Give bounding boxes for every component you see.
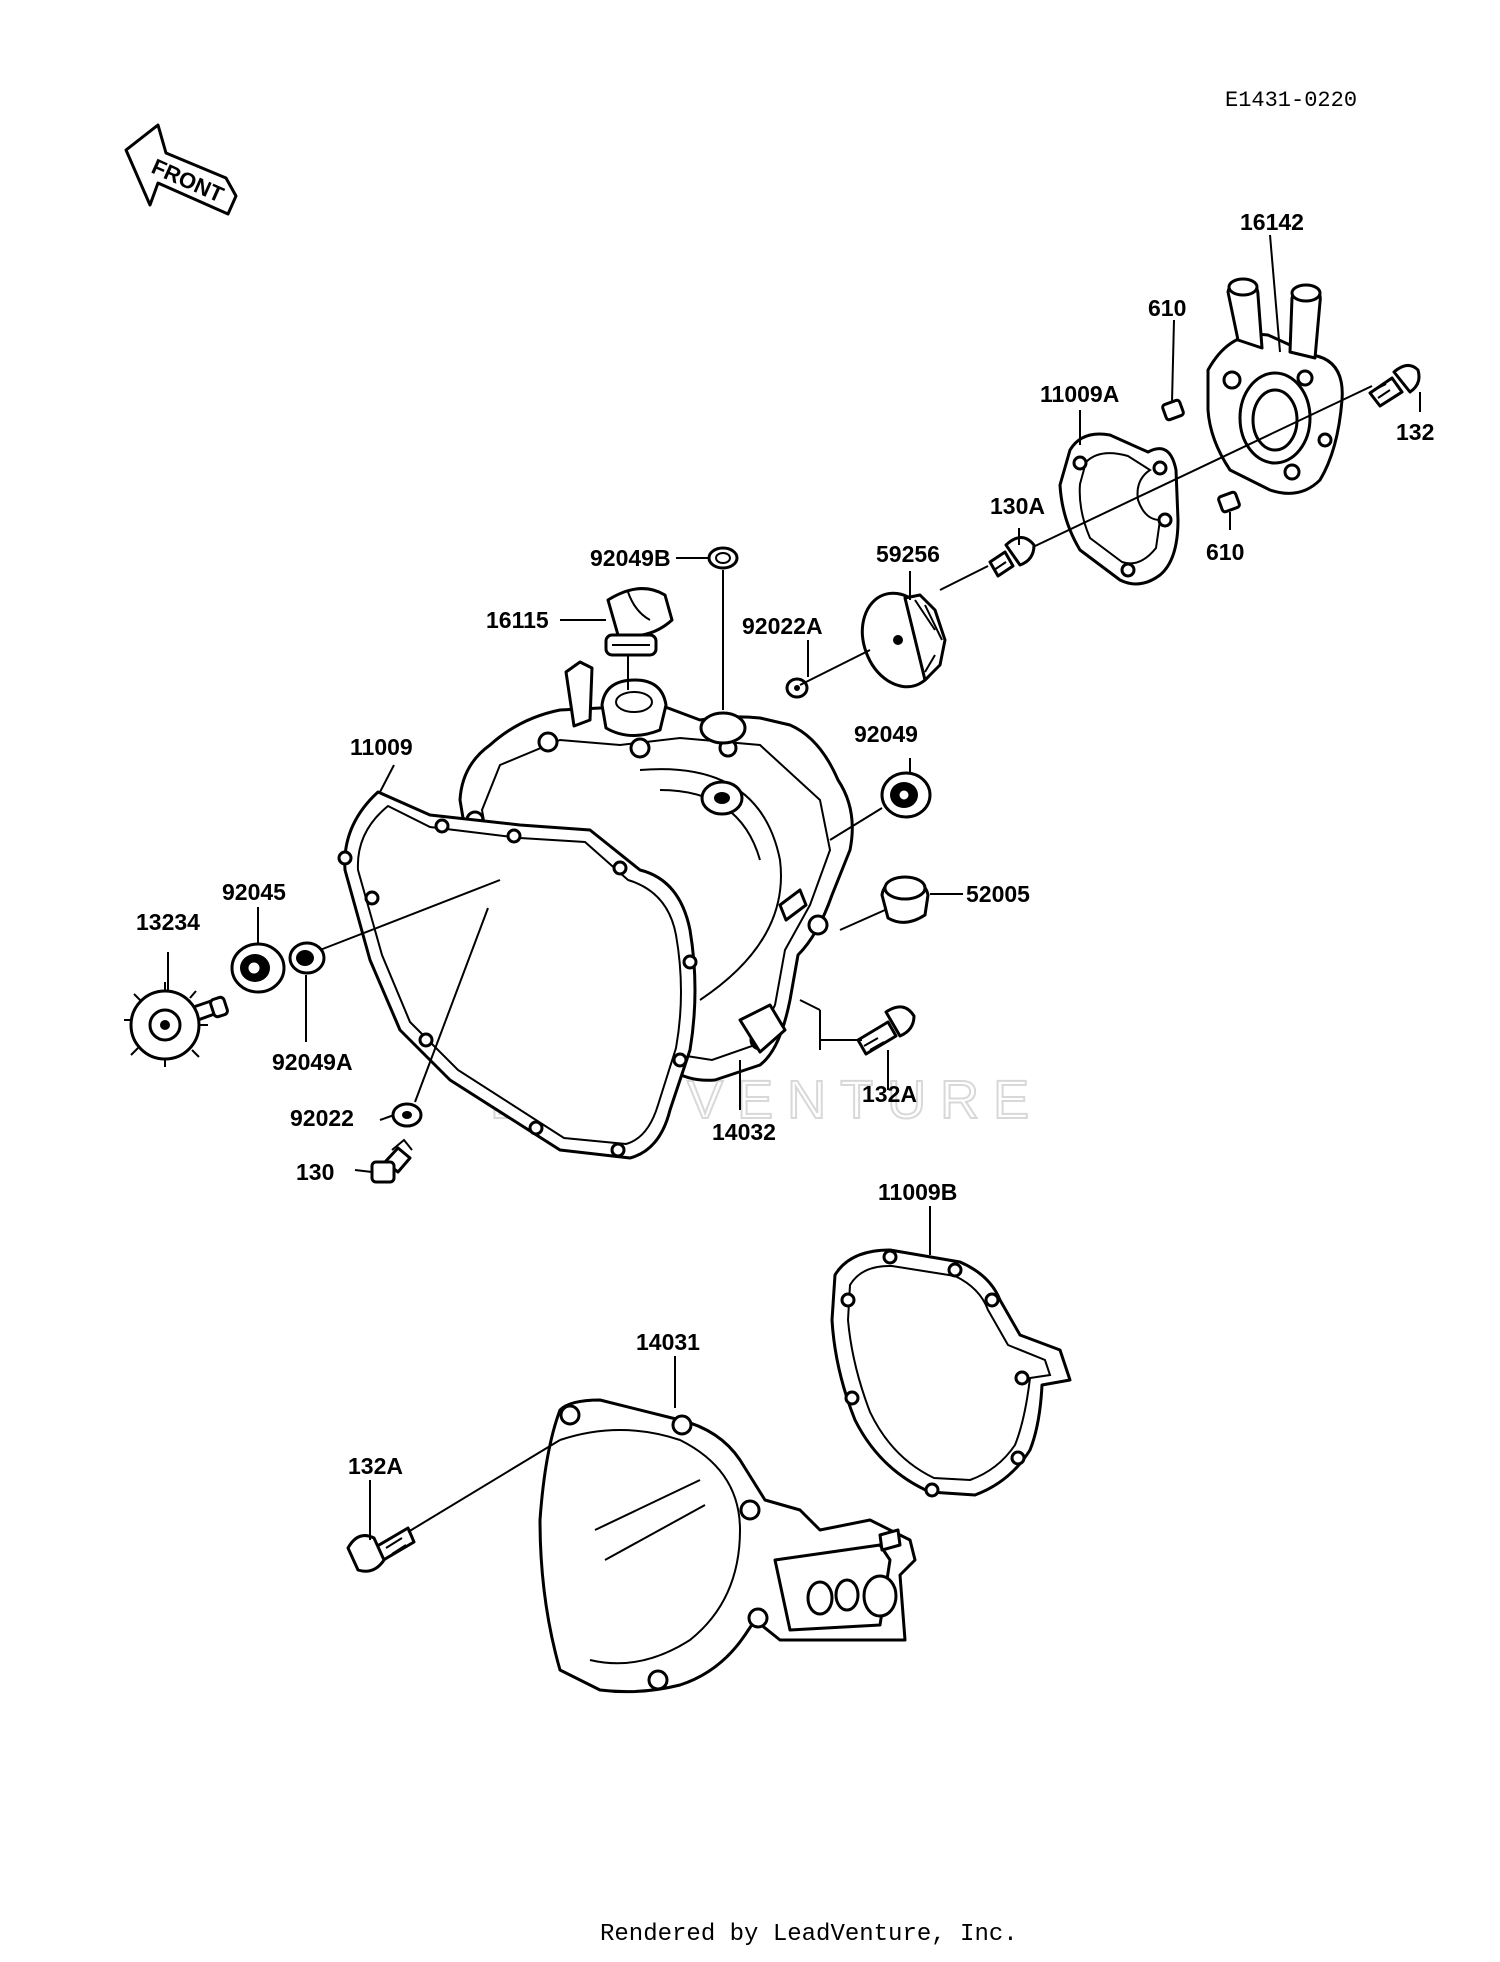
diagram-code: E1431-0220	[1225, 88, 1357, 113]
leader-lines	[167, 234, 1421, 1540]
label-132A-lower[interactable]: 132A	[348, 1453, 403, 1479]
label-92049[interactable]: 92049	[854, 721, 918, 747]
label-92049B[interactable]: 92049B	[590, 545, 671, 571]
label-14031[interactable]: 14031	[636, 1329, 700, 1355]
bolt-130A[interactable]	[988, 536, 1036, 578]
label-92022[interactable]: 92022	[290, 1105, 354, 1131]
bolt-130[interactable]	[370, 1138, 413, 1184]
label-130[interactable]: 130	[296, 1159, 334, 1185]
bolt-132A-lower[interactable]	[346, 1526, 416, 1573]
label-59256[interactable]: 59256	[876, 541, 940, 567]
bolt-132[interactable]	[1368, 364, 1421, 408]
magneto-cover-gasket[interactable]	[830, 1248, 1072, 1498]
water-pump-cover[interactable]	[1206, 277, 1344, 495]
front-arrow-icon: FRONT	[124, 123, 238, 216]
magneto-cover[interactable]	[538, 1398, 917, 1694]
drive-gear-shaft[interactable]	[124, 982, 229, 1067]
label-130A[interactable]: 130A	[990, 493, 1045, 519]
water-pump-gasket[interactable]	[1058, 432, 1180, 586]
label-16142[interactable]: 16142	[1240, 209, 1304, 235]
label-11009[interactable]: 11009	[350, 734, 413, 760]
footer-credit: Rendered by LeadVenture, Inc.	[600, 1921, 1018, 1948]
bolt-132A-upper[interactable]	[856, 1005, 916, 1056]
oil-filler-cap[interactable]	[604, 587, 674, 657]
label-92049A[interactable]: 92049A	[272, 1049, 353, 1075]
part-labels: 16142 610 11009A 132 610 130A 59256 9204…	[136, 209, 1434, 1479]
label-11009B[interactable]: 11009B	[878, 1179, 957, 1205]
dowel-pin-lower[interactable]	[1217, 490, 1241, 514]
water-pump-impeller[interactable]	[850, 583, 950, 698]
label-132A-upper[interactable]: 132A	[862, 1081, 917, 1107]
label-13234[interactable]: 13234	[136, 909, 200, 935]
label-11009A[interactable]: 11009A	[1040, 381, 1119, 407]
washer-92022A[interactable]	[785, 677, 809, 699]
bearing-92049[interactable]	[880, 771, 932, 819]
clutch-cover-gasket[interactable]	[337, 790, 698, 1160]
label-92022A[interactable]: 92022A	[742, 613, 823, 639]
label-610-upper[interactable]: 610	[1148, 295, 1186, 321]
label-92045[interactable]: 92045	[222, 879, 286, 905]
label-14032[interactable]: 14032	[712, 1119, 776, 1145]
washer-92022[interactable]	[391, 1102, 423, 1128]
label-132[interactable]: 132	[1396, 419, 1434, 445]
bearing-92045[interactable]	[230, 942, 286, 994]
dowel-pin-upper[interactable]	[1161, 398, 1185, 422]
oil-seal-92049A[interactable]	[288, 941, 326, 975]
cap-52005[interactable]	[880, 875, 930, 924]
label-16115[interactable]: 16115	[486, 607, 549, 633]
label-610-lower[interactable]: 610	[1206, 539, 1244, 565]
label-52005[interactable]: 52005	[966, 881, 1030, 907]
oil-seal-92049B[interactable]	[707, 546, 739, 570]
